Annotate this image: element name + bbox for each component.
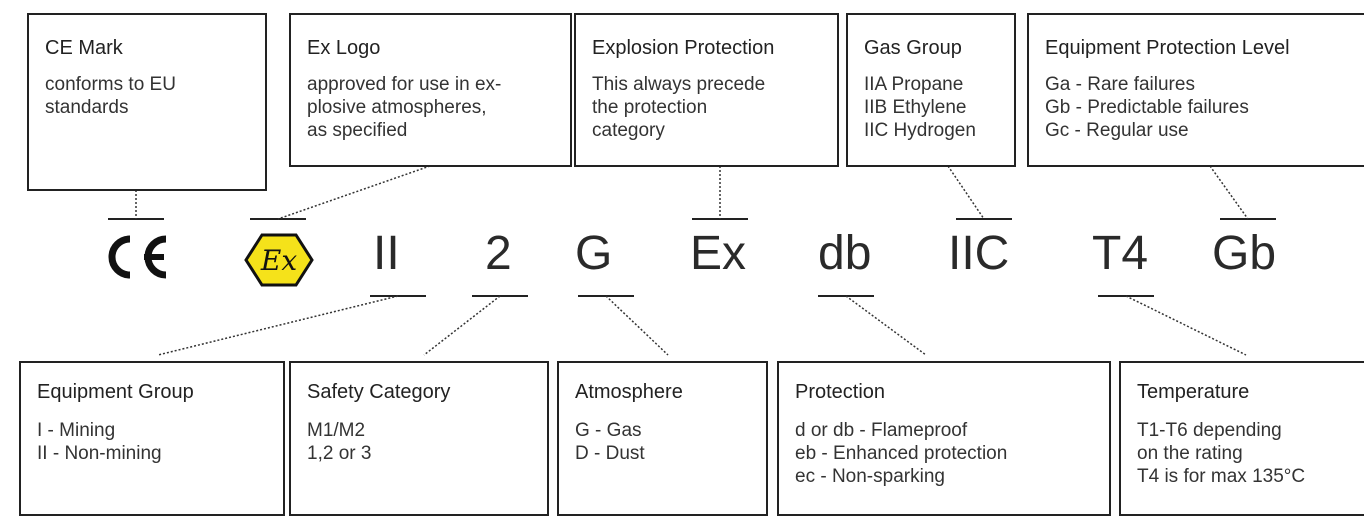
code-safety-category: 2 — [485, 227, 512, 280]
dot-gas-group — [947, 165, 985, 220]
code-atmosphere: G — [575, 227, 613, 280]
box-body: I - Mining II - Non-mining — [37, 420, 162, 464]
ex-logo-symbol: Ex — [244, 232, 314, 288]
box-title: CE Mark — [45, 37, 123, 59]
box-body: conforms to EU standards — [45, 74, 176, 118]
dot-category — [423, 295, 501, 356]
code-epl: Gb — [1212, 227, 1277, 280]
box-safety-category: Safety Category M1/M2 1,2 or 3 — [289, 361, 549, 516]
box-body: This always precede the protection categ… — [592, 74, 766, 141]
box-body: d or db - Flameproof eb - Enhanced prote… — [795, 420, 1008, 487]
box-title: Protection — [795, 381, 886, 403]
box-protection: Protection d or db - Flameproof eb - Enh… — [777, 361, 1111, 516]
code-equipment-group: II — [373, 227, 400, 280]
code-explosion: Ex — [690, 227, 747, 280]
box-body: Ga - Rare failures Gb - Predictable fail… — [1045, 74, 1249, 141]
dot-protection — [845, 295, 927, 356]
dot-atmosphere — [605, 295, 669, 356]
box-body: IIA Propane IIB Ethylene IIC Hydrogen — [864, 74, 976, 141]
ex-marking-diagram: CE Mark conforms to EU standards Ex Logo… — [19, 13, 1364, 516]
box-body: M1/M2 1,2 or 3 — [307, 420, 372, 464]
box-title: Explosion Protection — [592, 37, 775, 59]
ce-mark-symbol — [100, 233, 172, 281]
code-gas-group: IIC — [948, 227, 1010, 280]
box-ce-mark: CE Mark conforms to EU standards — [27, 13, 267, 191]
dot-ex-logo — [277, 165, 431, 220]
box-title: Atmosphere — [575, 381, 683, 403]
box-equipment-protection-level: Equipment Protection Level Ga - Rare fai… — [1027, 13, 1364, 167]
box-equipment-group: Equipment Group I - Mining II - Non-mini… — [19, 361, 285, 516]
code-temperature: T4 — [1092, 227, 1149, 280]
connectors — [108, 165, 1276, 356]
dot-epl — [1209, 165, 1249, 220]
code-protection: db — [818, 227, 872, 280]
box-title: Equipment Protection Level — [1045, 37, 1290, 59]
dot-temperature — [1125, 295, 1247, 356]
ex-logo-text: Ex — [260, 244, 297, 277]
box-title: Ex Logo — [307, 37, 381, 59]
box-title: Equipment Group — [37, 381, 194, 403]
box-gas-group: Gas Group IIA Propane IIB Ethylene IIC H… — [846, 13, 1016, 167]
box-title: Safety Category — [307, 381, 451, 403]
box-title: Temperature — [1137, 381, 1250, 403]
ce-logo-icon — [108, 235, 167, 279]
box-ex-logo: Ex Logo approved for use in ex- plosive … — [289, 13, 572, 167]
ex-hexagon-icon: Ex — [244, 233, 314, 287]
box-body: T1-T6 depending on the rating T4 is for … — [1137, 420, 1306, 487]
box-atmosphere: Atmosphere G - Gas D - Dust — [557, 361, 768, 516]
box-title: Gas Group — [864, 37, 962, 59]
box-temperature: Temperature T1-T6 depending on the ratin… — [1119, 361, 1364, 516]
box-explosion-protection: Explosion Protection This always precede… — [574, 13, 839, 167]
box-body: approved for use in ex- plosive atmosphe… — [307, 74, 502, 141]
box-body: G - Gas D - Dust — [575, 420, 645, 464]
dot-group — [157, 295, 399, 356]
